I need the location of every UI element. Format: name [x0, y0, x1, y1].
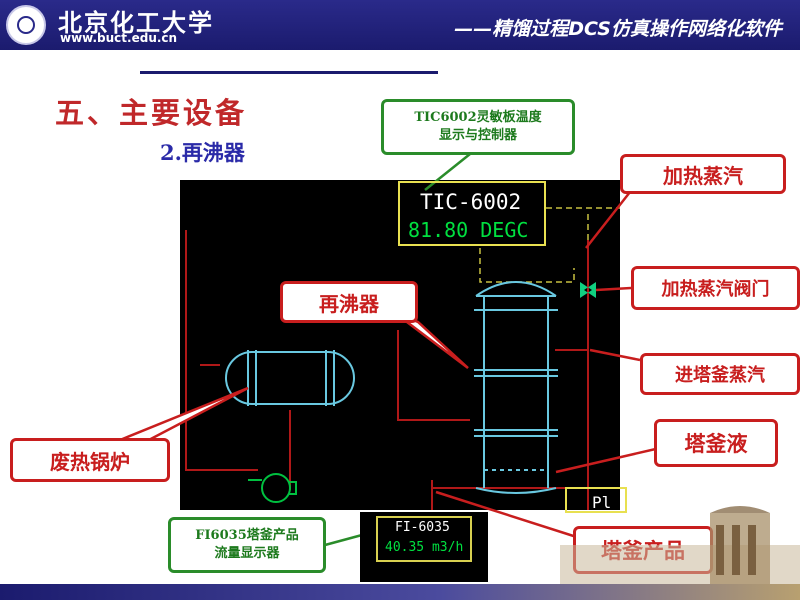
- dcs-screen: [180, 180, 620, 510]
- callout-pointer: [595, 286, 632, 292]
- callout-line: TIC6002灵敏板温度: [414, 110, 542, 125]
- fi-6035-display[interactable]: [376, 516, 472, 562]
- callout-tower-steam: 进塔釜蒸汽: [640, 353, 800, 395]
- callout-pointer: [589, 348, 641, 362]
- callout-tic-description: TIC6002灵敏板温度 显示与控制器: [381, 99, 575, 155]
- fi-value: 40.35 m3/h: [385, 540, 464, 555]
- callout-waste-heat-boiler: 废热锅炉: [10, 438, 170, 482]
- tic-6002-display[interactable]: [398, 181, 546, 246]
- tic-tag: TIC-6002: [420, 190, 522, 214]
- university-name: 北京化工大学: [58, 8, 214, 37]
- waste-heat-boiler: [225, 351, 355, 405]
- boiler-flange: [247, 350, 335, 406]
- pump-icon: [248, 479, 297, 495]
- header-bar: 北京化工大学 www.buct.edu.cn ——精馏过程DCS仿真操作网络化软…: [0, 0, 800, 50]
- reboiler-head: [475, 281, 557, 297]
- callout-pointer: [555, 446, 661, 474]
- fi-tag: FI-6035: [395, 520, 450, 535]
- callout-pointer: [324, 533, 363, 547]
- callout-line: 流量显示器: [214, 546, 280, 561]
- footer-strip: [0, 584, 800, 600]
- pipe: [185, 230, 258, 471]
- callout-pointer: [435, 490, 587, 542]
- university-url: www.buct.edu.cn: [60, 31, 178, 45]
- callout-reboiler: 再沸器: [280, 281, 418, 323]
- pl-box: [565, 487, 627, 513]
- callout-line: 显示与控制器: [438, 128, 517, 143]
- callout-pointer: [585, 191, 631, 249]
- steam-valve-icon[interactable]: [580, 282, 596, 298]
- callout-heating-steam: 加热蒸汽: [620, 154, 786, 194]
- callout-pointer: [424, 153, 471, 191]
- building-illustration: [560, 506, 800, 587]
- callout-tower-liquid: 塔釜液: [654, 419, 778, 467]
- divider: [140, 71, 438, 74]
- pl-label: Pl: [592, 493, 611, 512]
- reboiler-flange: [474, 309, 558, 437]
- callout-arrow: [119, 386, 249, 444]
- pump-icon: [261, 473, 291, 503]
- callout-fi-description: FI6035塔釜产品 流量显示器: [168, 517, 326, 573]
- callout-heating-steam-valve: 加热蒸汽阀门: [631, 266, 800, 310]
- section-subtitle: 2.再沸器: [160, 140, 245, 165]
- tic-value: 81.80 DEGC: [408, 218, 529, 242]
- fi-screen: [360, 512, 488, 582]
- reboiler-shell: [475, 295, 557, 494]
- header-title: ——精馏过程DCS仿真操作网络化软件: [454, 18, 782, 40]
- pipe: [397, 330, 470, 421]
- university-logo: [6, 5, 46, 45]
- section-title: 五、主要设备: [55, 96, 248, 130]
- callout-line: FI6035塔釜产品: [195, 528, 299, 543]
- signal-line: [479, 248, 575, 283]
